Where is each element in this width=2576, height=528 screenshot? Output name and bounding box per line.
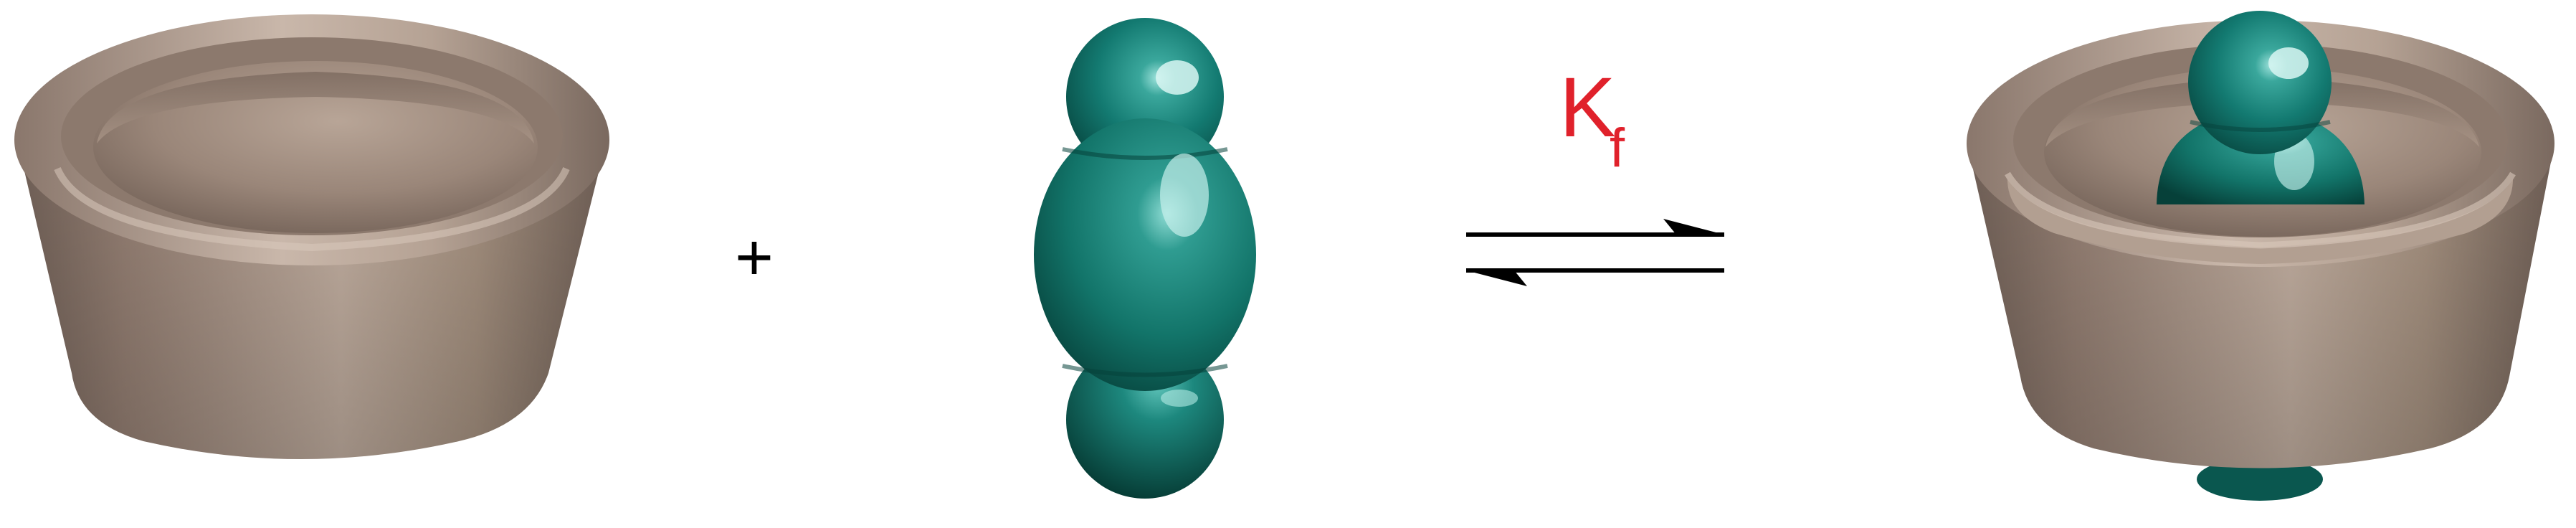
constant-symbol: K [1559,60,1616,155]
complex-guest-bottom [2197,458,2323,501]
complex-guest-top-sphere [2188,11,2332,154]
host-cup [14,14,609,459]
host-guest-complex [1967,11,2554,501]
plus-operator: + [735,221,774,294]
equilibrium-constant-label: K f [1559,60,1625,179]
guest-molecule [1034,18,1256,499]
constant-subscript: f [1610,118,1625,179]
equilibrium-arrows-icon [1466,219,1724,286]
